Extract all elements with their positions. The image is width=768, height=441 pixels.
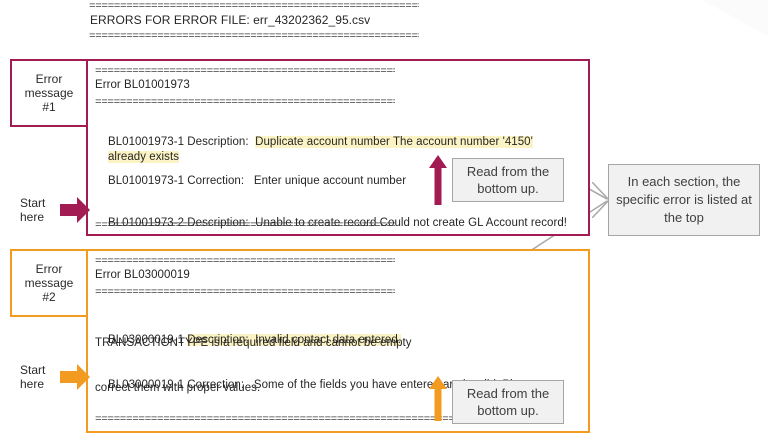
block1-description-2-prefix: BL01001973-2 Description:: [107, 217, 249, 229]
block2-correction-1-prefix: BL03000019-1 Correction:: [107, 379, 245, 391]
block2-description-1-row: BL03000019-1 Description: Invalid contac…: [95, 322, 402, 358]
block1-rule-under-id: ========================================…: [95, 97, 395, 109]
block2-correction-1-row: BL03000019-1 Correction: Some of the fie…: [95, 367, 538, 403]
block2-description-1-prefix: BL03000019-1: [107, 334, 185, 346]
block1-description-1-prefix: BL01001973-1 Description:: [107, 136, 249, 148]
start-here-arrow-1-icon: [60, 197, 90, 223]
block1-description-1-highlight: Duplicate account number The account num…: [255, 136, 533, 148]
block1-rule-bottom: ========================================…: [95, 220, 395, 232]
corner-decoration: [702, 0, 768, 36]
label-error-message-2: Error message #2: [10, 249, 88, 317]
block1-error-id: Error BL01001973: [95, 79, 190, 91]
block2-rule-bottom: ========================================…: [95, 414, 465, 426]
callout-read-bottom-up-2: Read from the bottom up.: [452, 380, 564, 424]
block2-rule-top: ========================================…: [95, 256, 395, 268]
block2-error-id: Error BL03000019: [95, 269, 190, 281]
block1-correction-1-prefix: BL01001973-1 Correction:: [107, 175, 245, 187]
block1-rule-top: ========================================…: [95, 66, 395, 78]
block1-description-1-row: BL01001973-1 Description: Duplicate acco…: [95, 124, 533, 160]
block2-rule-under-id: ========================================…: [95, 287, 395, 299]
start-here-arrow-2-icon: [60, 364, 90, 390]
label-start-here-2: Start here: [20, 363, 46, 391]
block1-correction-1-row: BL01001973-1 Correction: Enter unique ac…: [95, 163, 406, 199]
header-title: ERRORS FOR ERROR FILE: err_43202362_95.c…: [90, 13, 371, 27]
block1-description-1-row-cont: already exists: [95, 139, 179, 175]
block2-description-1-cont: TRANSACTIONTYPE is a required field and …: [95, 337, 412, 349]
block1-description-2-row: BL01001973-2 Description: Unable to crea…: [95, 205, 567, 241]
header-rule-top: ========================================…: [89, 1, 419, 13]
block2-description-1-highlight: Description: Invalid contact data entere…: [187, 334, 402, 346]
block2-correction-1-cont: correct them with proper values.: [95, 382, 261, 394]
block1-correction-1-text: Enter unique account number: [253, 175, 407, 187]
read-up-arrow-1-icon: [429, 155, 447, 205]
header-rule-bottom: ========================================…: [89, 31, 419, 43]
callout-section-note: In each section, the specific error is l…: [608, 164, 760, 236]
label-start-here-1: Start here: [20, 196, 46, 224]
block1-description-1-highlight-cont: already exists: [107, 151, 179, 163]
callout-read-bottom-up-1: Read from the bottom up.: [452, 158, 564, 202]
label-error-message-1: Error message #1: [10, 59, 88, 127]
read-up-arrow-2-icon: [429, 376, 447, 421]
block1-description-2-text: Unable to create record Could not create…: [255, 217, 568, 229]
